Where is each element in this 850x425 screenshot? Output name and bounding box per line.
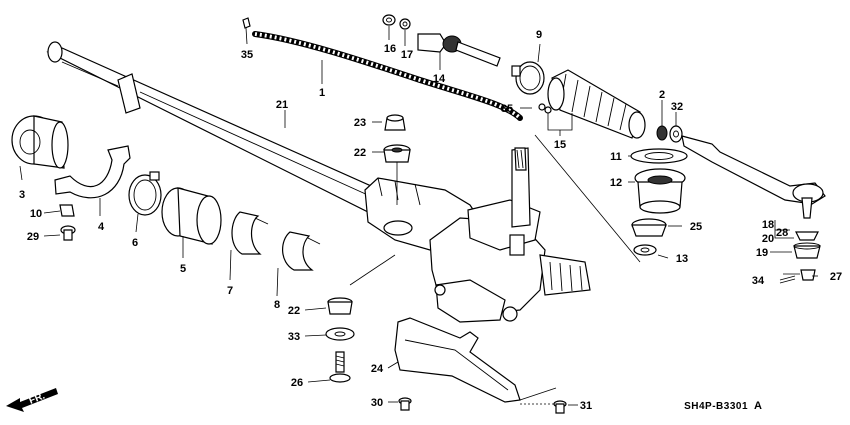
part-1-feed-tube — [252, 31, 523, 121]
part-28-dust-seal — [795, 231, 819, 241]
callout-11: 11 — [610, 151, 622, 163]
part-16-washer — [382, 14, 396, 26]
part-27-castle-nut — [800, 269, 816, 281]
callout-5: 5 — [180, 263, 186, 275]
callout-35-mid: 35 — [501, 103, 513, 115]
part-22-mount-rubber-upper — [383, 144, 411, 163]
callout-31: 31 — [580, 400, 592, 412]
part-23-mount-cushion — [384, 114, 406, 131]
callout-33: 33 — [288, 331, 300, 343]
part-14-inner-tie-rod — [417, 33, 501, 67]
revision-mark: A — [754, 400, 762, 412]
part-32-washer — [669, 125, 683, 143]
callout-17: 17 — [401, 49, 413, 61]
callout-25: 25 — [690, 221, 702, 233]
part-2-locknut — [656, 125, 668, 141]
callout-18: 18 — [762, 219, 774, 231]
callout-28: 28 — [776, 227, 788, 239]
callout-21: 21 — [276, 99, 288, 111]
callout-1: 1 — [319, 87, 325, 99]
part-9-boot-clamp — [511, 61, 545, 95]
part-17-nut — [399, 18, 411, 30]
part-13-washer — [633, 244, 657, 256]
part-11-oil-seal — [630, 148, 688, 164]
part-33-washer — [325, 327, 355, 341]
part-10-clip — [59, 204, 75, 217]
front-direction-arrow: FR. — [6, 388, 58, 412]
drawing-code-text: SH4P-B3301 — [684, 401, 748, 412]
callout-22-upper: 22 — [354, 147, 366, 159]
part-8-collar — [282, 231, 321, 271]
gearbox-housing — [364, 177, 591, 323]
part-6-clamp — [128, 171, 162, 216]
part-35-fitting-top — [242, 17, 251, 29]
part-12-bearing — [634, 168, 686, 214]
part-34-cotter-pin — [779, 275, 796, 284]
callout-13: 13 — [676, 253, 688, 265]
part-30-bolt — [398, 397, 412, 411]
callout-15: 15 — [554, 139, 566, 151]
part-24-heat-shield — [394, 317, 521, 403]
part-19-clip — [793, 242, 821, 259]
callout-32: 32 — [671, 101, 683, 113]
part-18-20-tie-rod-end — [681, 135, 826, 219]
callout-35-top: 35 — [241, 49, 253, 61]
part-26-bolt — [329, 351, 351, 383]
callout-2: 2 — [659, 89, 665, 101]
callout-14: 14 — [433, 73, 446, 85]
callout-34: 34 — [752, 275, 765, 287]
part-25-seal — [631, 218, 667, 237]
part-5-sleeve — [161, 187, 222, 245]
part-31-bolt — [553, 400, 567, 414]
callout-10: 10 — [30, 208, 42, 220]
callout-22-lower: 22 — [288, 305, 300, 317]
part-3-rack-bushing — [11, 115, 69, 169]
part-7-collar — [231, 211, 269, 255]
part-21-rack-housing-tube — [46, 41, 381, 215]
callout-8: 8 — [274, 299, 280, 311]
pinion-shaft — [511, 147, 531, 228]
part-35-fitting-mid — [538, 103, 552, 114]
leader-lines — [19, 26, 818, 406]
callout-7: 7 — [227, 285, 233, 297]
drawing-code: SH4P-B3301 A — [684, 400, 762, 412]
callout-27: 27 — [830, 271, 842, 283]
callout-3: 3 — [19, 189, 25, 201]
callout-26: 26 — [291, 377, 303, 389]
callout-4: 4 — [98, 221, 105, 233]
callout-30: 30 — [371, 397, 383, 409]
part-4-mounting-bracket — [54, 145, 131, 199]
part-22-mount-rubber-lower — [327, 297, 353, 315]
callout-23: 23 — [354, 117, 366, 129]
callout-24: 24 — [371, 363, 384, 375]
callout-20: 20 — [762, 233, 774, 245]
callout-9: 9 — [536, 29, 542, 41]
callout-16: 16 — [384, 43, 396, 55]
callout-12: 12 — [610, 177, 622, 189]
callout-6: 6 — [132, 237, 138, 249]
callout-19: 19 — [756, 247, 768, 259]
callout-29: 29 — [27, 231, 39, 243]
part-29-bolt — [60, 225, 76, 241]
part-15-bellows-boot — [547, 69, 646, 139]
callout-labels: 35 1 16 17 14 9 35 15 2 32 11 12 25 13 1… — [19, 29, 842, 412]
